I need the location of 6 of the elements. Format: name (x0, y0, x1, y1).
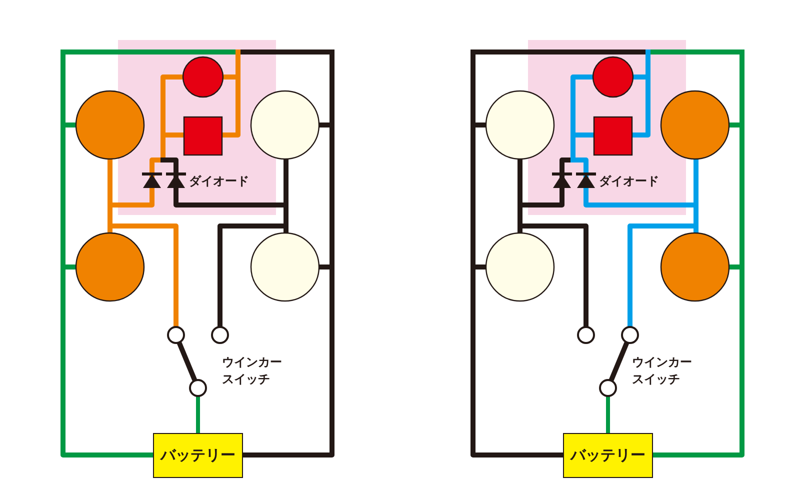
diode-label: ダイオード (189, 173, 249, 190)
battery-box: バッテリー (153, 433, 243, 478)
battery-box: バッテリー (563, 433, 653, 478)
switch-label: ウインカースイッチ (632, 354, 693, 388)
diode-label: ダイオード (599, 173, 659, 190)
switch-label: ウインカースイッチ (222, 354, 283, 388)
